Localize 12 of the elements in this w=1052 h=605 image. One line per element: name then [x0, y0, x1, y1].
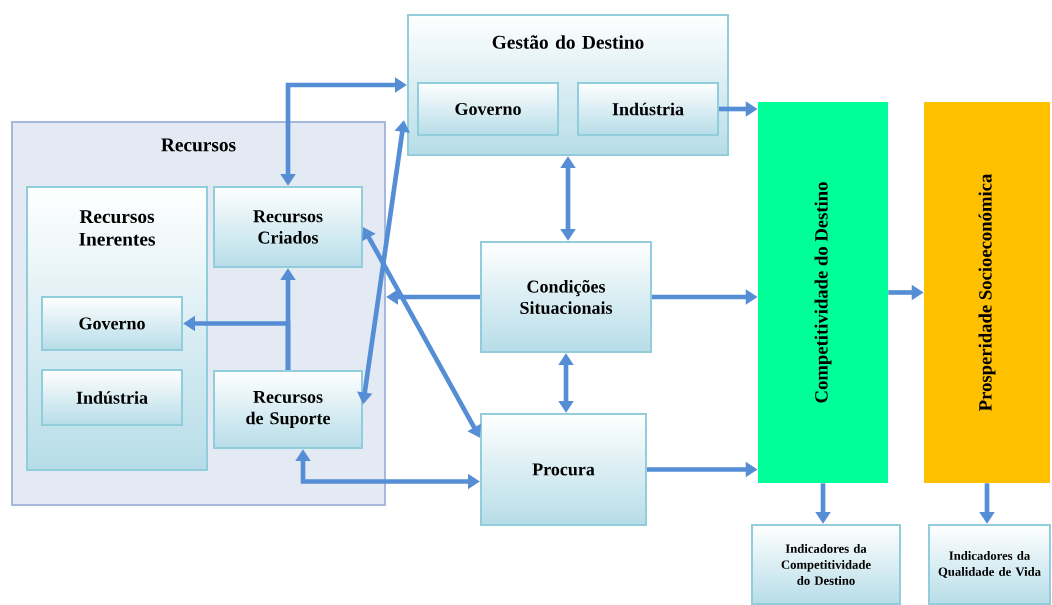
process-box: Condições Situacionais [480, 241, 652, 353]
indicator-box: Indicadores da Qualidade de Vida [928, 524, 1051, 605]
process-box: Governo [41, 296, 183, 351]
process-box: Recursos Criados [213, 186, 363, 268]
column-bar: Prosperidade Socioeconómica [924, 102, 1050, 483]
indicator-box: Indicadores da Competitividade do Destino [751, 524, 901, 605]
column-bar: Competitividade do Destino [758, 102, 888, 483]
process-box: Procura [480, 413, 647, 526]
process-box: Governo [417, 82, 559, 136]
process-box: Indústria [41, 369, 183, 426]
process-box: Indústria [577, 82, 719, 136]
process-box: Recursos de Suporte [213, 370, 363, 449]
